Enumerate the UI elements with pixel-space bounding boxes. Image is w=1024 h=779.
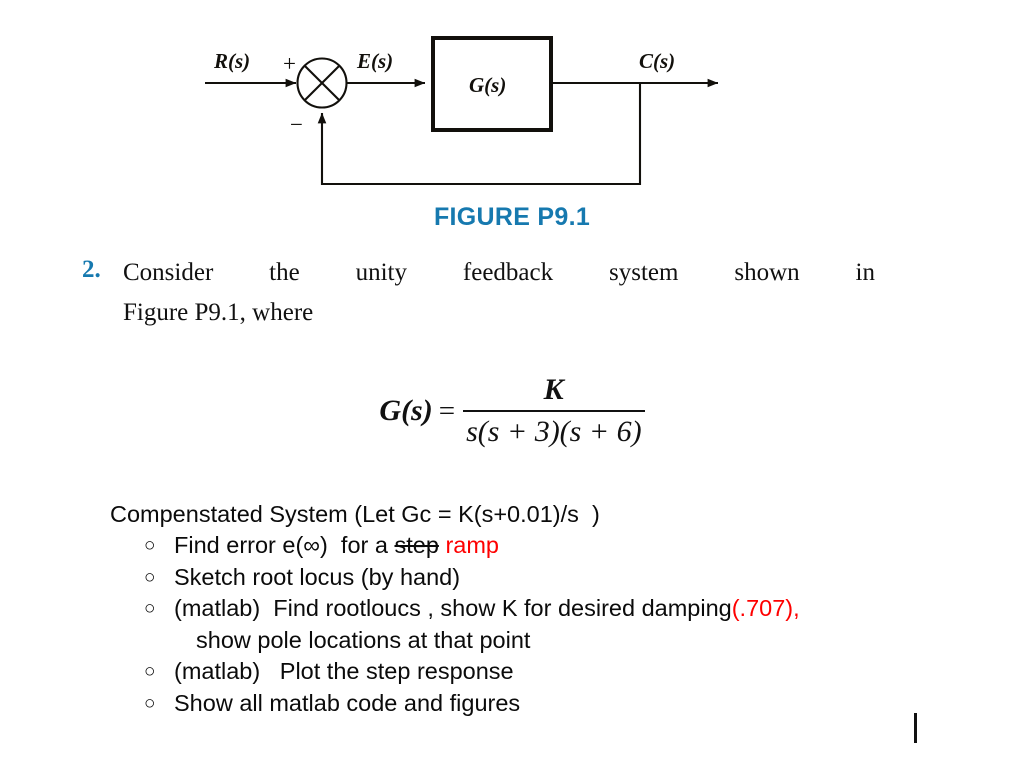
bullet-circle-icon: ○	[144, 535, 156, 556]
block-diagram: R(s) + − E(s) G(s) C(s)	[0, 0, 1024, 205]
task-section: Compenstated System (Let Gc = K(s+0.01)/…	[110, 498, 970, 719]
problem-statement: 2. Consider the unity feedback system sh…	[82, 253, 882, 333]
equation-denominator: s(s + 3)(s + 6)	[463, 412, 645, 447]
equation-denominator-rest: (s + 3)(s + 6)	[477, 415, 642, 448]
task-text-prefix: Show all matlab code and figures	[174, 689, 521, 716]
equation-numerator: K	[543, 373, 565, 406]
task-text-highlight: ramp	[445, 532, 499, 558]
problem-text-line-2: Figure P9.1, where	[123, 299, 314, 326]
equation-fraction: K s(s + 3)(s + 6)	[463, 375, 645, 447]
task-text-prefix: (matlab) Plot the step response	[174, 658, 514, 684]
list-item: ○ (matlab) Find rootloucs , show K for de…	[142, 593, 970, 656]
feedback-path	[317, 83, 642, 186]
list-item: ○ (matlab) Plot the step response	[142, 656, 970, 688]
problem-text-body: Consider the unity feedback system shown…	[123, 253, 875, 333]
input-label: R(s)	[213, 49, 250, 73]
summing-junction-x-stroke-2	[303, 64, 341, 102]
equation-left-hand-side: G(s)	[379, 394, 433, 427]
text-cursor	[914, 713, 917, 743]
plus-sign-label: +	[283, 51, 296, 76]
task-text-struck: step	[394, 532, 439, 558]
plant-label: G(s)	[469, 73, 506, 97]
output-label: C(s)	[639, 49, 675, 73]
minus-sign-label: −	[290, 112, 303, 137]
list-item: ○ Show all matlab code and figures	[142, 688, 970, 720]
problem-number: 2.	[82, 256, 101, 283]
task-text-prefix: Find error e(∞) for a	[174, 532, 395, 558]
task-heading: Compenstated System (Let Gc = K(s+0.01)/…	[110, 501, 600, 527]
bullet-circle-icon: ○	[144, 692, 156, 714]
equation-equals-sign: =	[438, 394, 456, 427]
task-text-prefix: Sketch root locus (by hand)	[174, 563, 461, 590]
list-item: ○ Find error e(∞) for a step ramp	[142, 530, 970, 562]
task-text-highlight: (.707),	[731, 595, 800, 621]
equation-fraction-bar	[463, 410, 645, 412]
bullet-circle-icon: ○	[144, 566, 156, 588]
figure-caption: FIGURE P9.1	[433, 203, 591, 231]
task-list: ○ Find error e(∞) for a step ramp ○ Sketch…	[110, 530, 970, 719]
equation-denominator-s: s	[466, 415, 478, 448]
bullet-circle-icon: ○	[144, 661, 156, 682]
list-item: ○ Sketch root locus (by hand)	[142, 562, 970, 594]
task-text-prefix: (matlab) Find rootloucs , show K for des…	[174, 595, 732, 621]
error-label: E(s)	[356, 49, 393, 73]
task-text-continuation: show pole locations at that point	[196, 626, 531, 653]
problem-text-line-1: Consider the unity feedback system shown…	[123, 259, 875, 286]
transfer-function-equation: G(s) = K s(s + 3)(s + 6)	[0, 375, 1024, 447]
bullet-circle-icon: ○	[144, 598, 156, 619]
plant-block	[431, 36, 553, 132]
